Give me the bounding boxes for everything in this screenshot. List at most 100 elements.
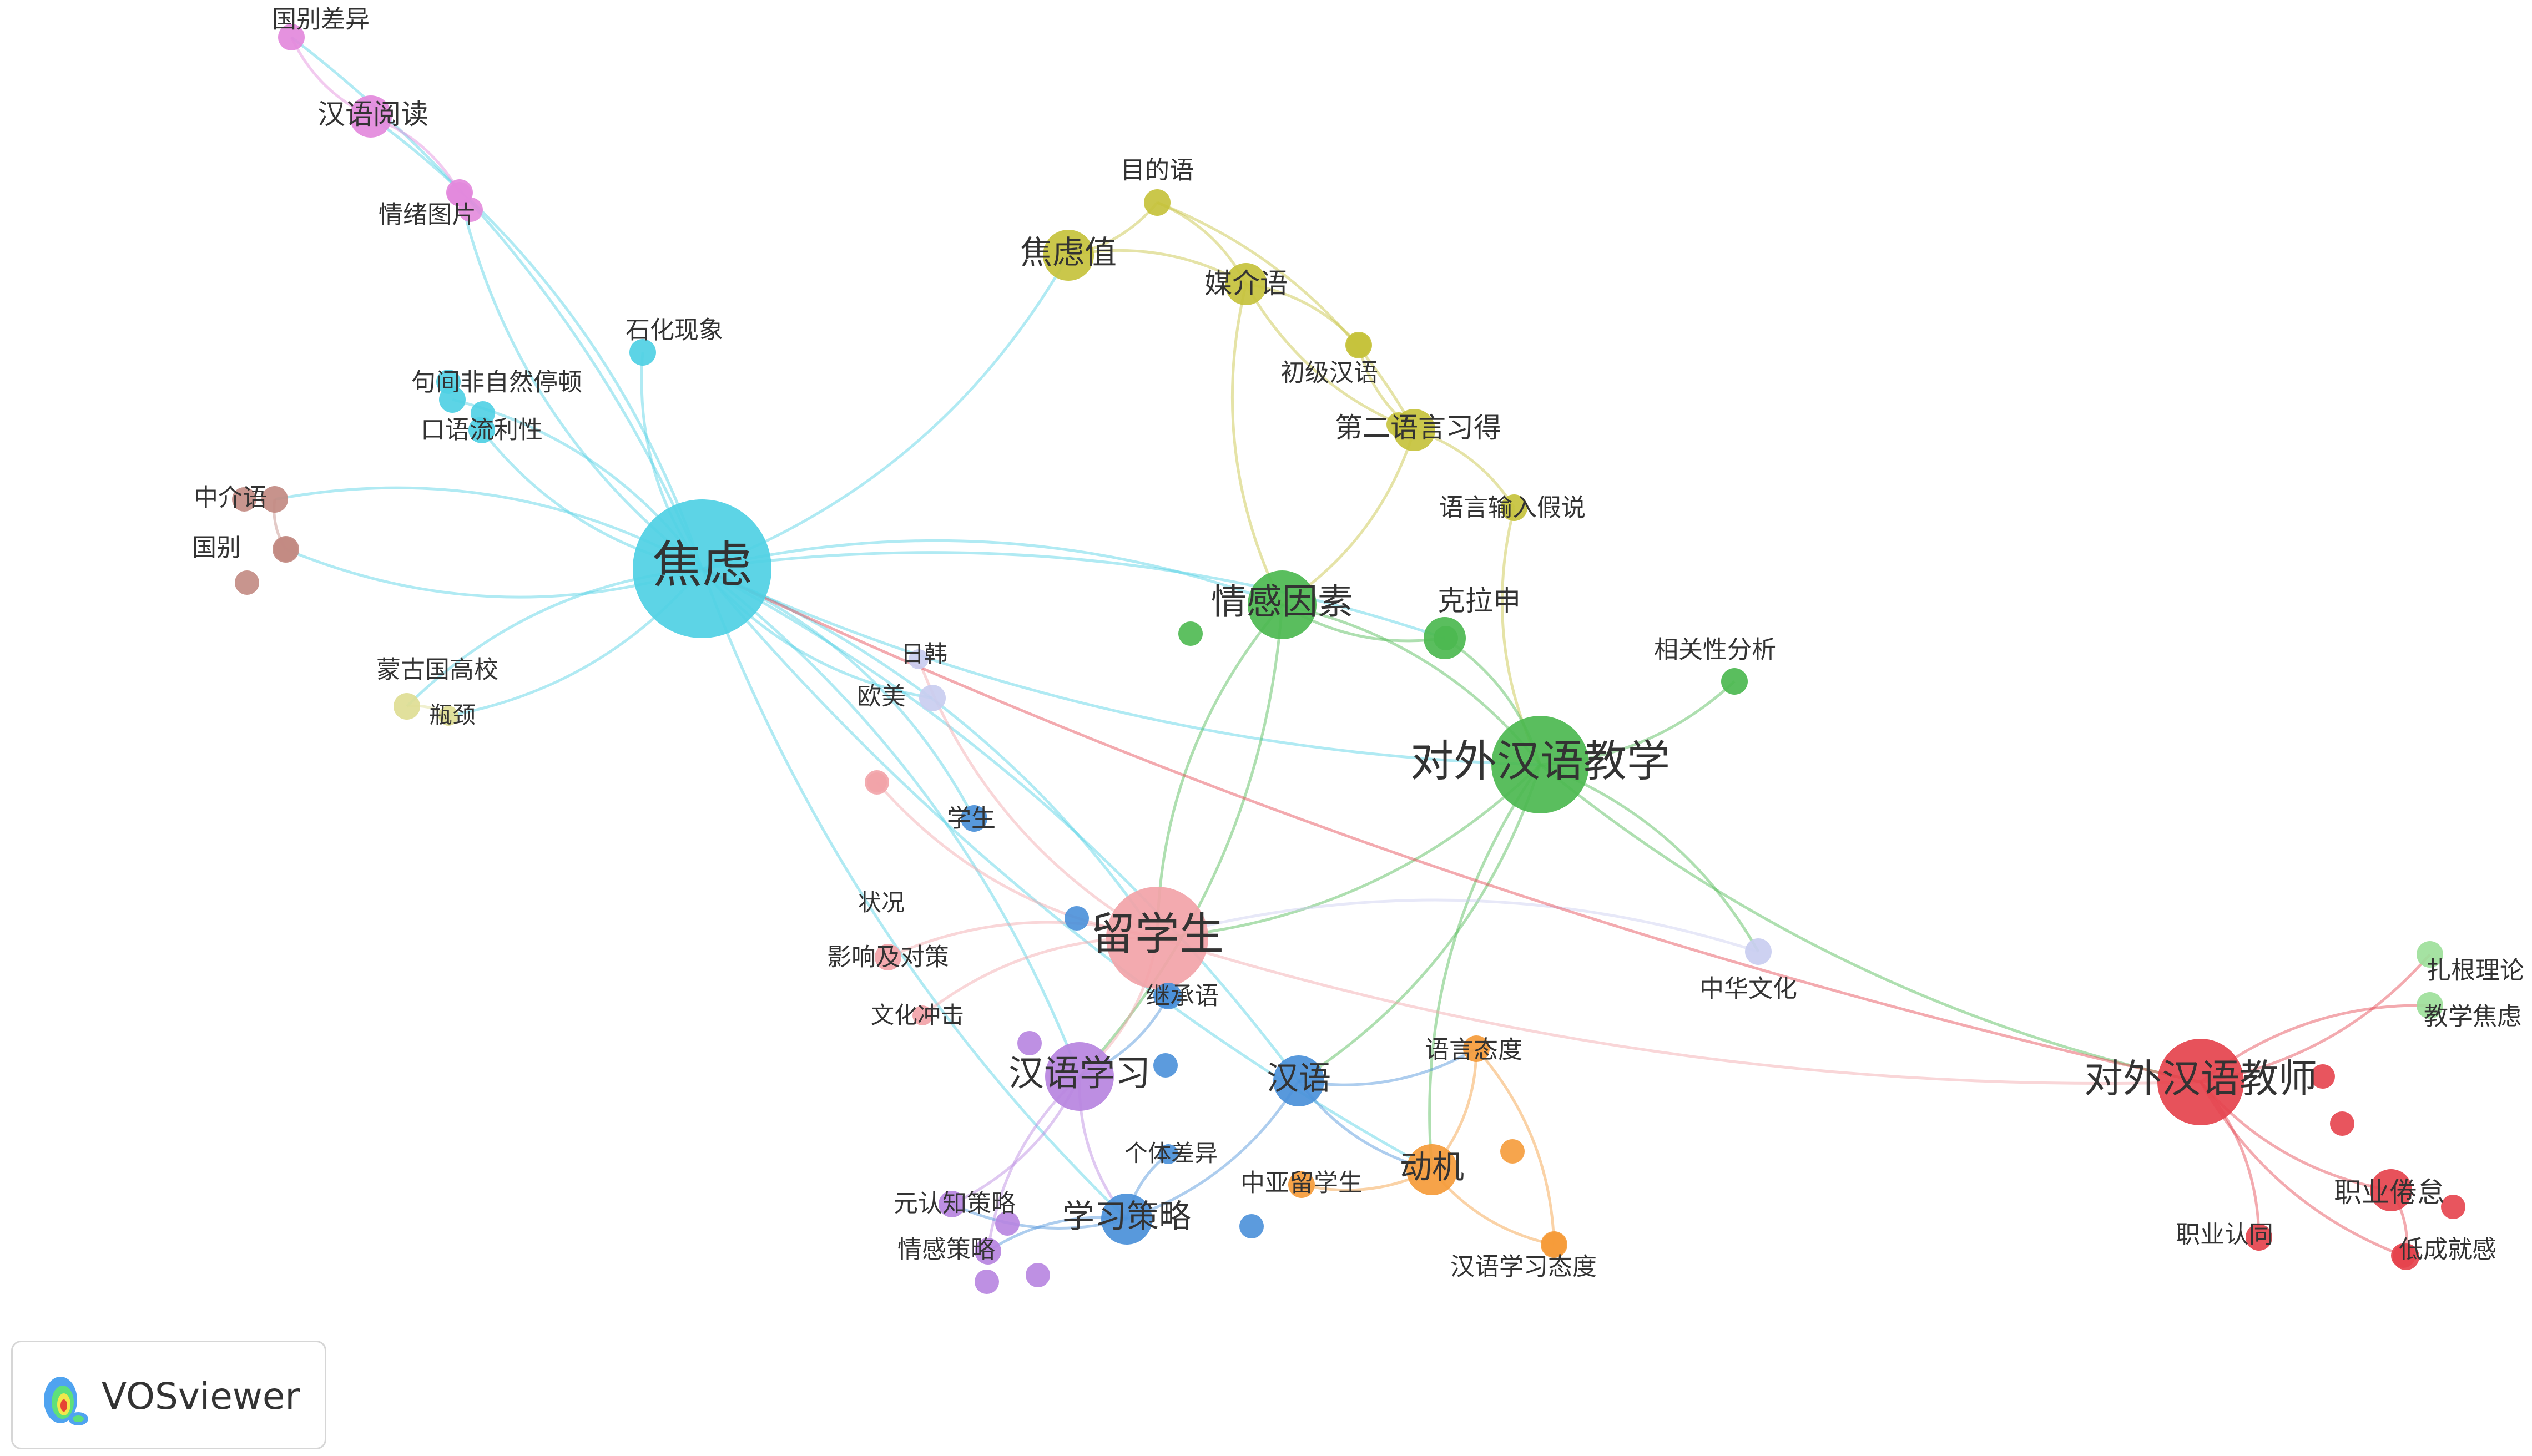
node-label-dichengjiugan: 低成就感	[2399, 1236, 2496, 1264]
node-label-zhiyerentong: 职业认同	[2176, 1221, 2273, 1249]
satellite-node[interactable]	[1178, 621, 1203, 646]
satellite-node[interactable]	[235, 570, 259, 595]
satellite-node[interactable]	[1500, 1139, 1525, 1164]
node-dichengjiugan[interactable]	[2393, 1243, 2419, 1270]
edge	[1539, 764, 2201, 1084]
node-label-guobie: 国别	[192, 534, 241, 562]
node-label-qingganyinsu: 情感因素	[1211, 582, 1353, 623]
edge	[1230, 284, 1284, 606]
node-getichayi[interactable]	[1158, 1144, 1178, 1164]
node-qinggancelue[interactable]	[975, 1238, 1001, 1265]
node-label-zhongjieyu: 中介语	[194, 484, 267, 512]
node-label-duiwaihanyujiaoxue: 对外汉语教学	[1410, 737, 1670, 787]
edge	[1428, 764, 1542, 1170]
node-oumei[interactable]	[919, 685, 946, 711]
node-zhiyerentong[interactable]	[2246, 1224, 2272, 1251]
node-label-hanyuyuedu: 汉语阅读	[317, 98, 428, 130]
node-yingxiang[interactable]	[875, 944, 901, 970]
edge	[1244, 283, 1415, 432]
node-label-hanyuxuexitaidu: 汉语学习态度	[1450, 1253, 1597, 1281]
node-hanyuxuexi[interactable]	[1045, 1042, 1114, 1111]
node-chujihanyu[interactable]	[1345, 332, 1372, 358]
node-juujianfeiziran[interactable]	[439, 386, 466, 413]
satellite-node[interactable]	[232, 487, 256, 512]
satellite-node[interactable]	[2441, 1195, 2465, 1219]
node-liuxuesheng[interactable]	[1106, 887, 1208, 989]
node-zhongjieyu[interactable]	[261, 486, 288, 513]
edge	[1156, 604, 1283, 938]
satellite-node[interactable]	[1239, 1214, 1264, 1238]
node-label-liuxuesheng: 留学生	[1091, 908, 1224, 960]
node-kouyuliulixing[interactable]	[468, 417, 495, 443]
node-duiwaihanyujiaoshi[interactable]	[2157, 1039, 2244, 1125]
node-rihan[interactable]	[909, 649, 929, 669]
node-label-pingjing: 瓶颈	[429, 701, 476, 729]
node-guobie[interactable]	[273, 536, 299, 563]
node-wenhuachongji[interactable]	[912, 1005, 932, 1025]
node-label-kouyuliulixing: 口语流利性	[421, 416, 543, 444]
node-yuanrenzhi[interactable]	[939, 1191, 965, 1217]
node-label-guobiechayi: 国别差异	[272, 6, 370, 34]
edge	[702, 254, 1070, 570]
node-qingganyinsu[interactable]	[1248, 570, 1317, 639]
edge	[701, 568, 1081, 1077]
edge	[1157, 764, 1541, 939]
node-jiaoxuejiaolv[interactable]	[2417, 992, 2443, 1019]
satellite-node[interactable]	[1065, 906, 1089, 931]
edge	[917, 659, 1158, 939]
node-hanyuyuedu[interactable]	[350, 95, 392, 138]
node-label-duiwaihanyujiaoshi: 对外汉语教师	[2084, 1056, 2317, 1101]
node-jiaolvzhi[interactable]	[1043, 230, 1094, 281]
node-zhuangkuang[interactable]	[867, 772, 887, 792]
node-meijieyu[interactable]	[1225, 263, 1267, 305]
satellite-node[interactable]	[975, 1270, 999, 1294]
node-jiaolv[interactable]	[633, 499, 771, 638]
satellite-node[interactable]	[1026, 1263, 1050, 1287]
edge	[702, 539, 1283, 606]
node-zhagenlilun[interactable]	[2417, 941, 2443, 968]
node-menggu[interactable]	[394, 693, 420, 720]
node-xuexicelue[interactable]	[1101, 1194, 1152, 1245]
node-layer	[232, 24, 2465, 1294]
node-label-xuesheng: 学生	[947, 805, 996, 833]
edge	[701, 567, 2201, 1084]
node-duiwaihanyujiaoxue[interactable]	[1491, 716, 1589, 813]
satellite-node[interactable]	[995, 1211, 1020, 1236]
node-mudiyu[interactable]	[1144, 189, 1171, 216]
node-hanyuxuexitaidu[interactable]	[1541, 1231, 1567, 1258]
satellite-node[interactable]	[1153, 1053, 1178, 1078]
node-hanyu[interactable]	[1273, 1055, 1324, 1106]
satellite-node[interactable]	[2330, 1111, 2354, 1136]
satellite-node[interactable]	[1017, 1031, 1042, 1055]
node-label-zhonghuawenhua: 中华文化	[1699, 975, 1797, 1003]
node-label-xuexicelue: 学习策略	[1062, 1197, 1191, 1235]
node-yuyanshuru[interactable]	[1501, 494, 1527, 521]
node-qingxutupian[interactable]	[446, 179, 473, 206]
satellite-node[interactable]	[2311, 1064, 2335, 1089]
node-dongji[interactable]	[1406, 1144, 1457, 1195]
node-dieryuyanxide[interactable]	[1393, 409, 1435, 451]
node-xiangguanxing[interactable]	[1721, 668, 1748, 695]
node-label-yuyantaidu: 语言态度	[1425, 1036, 1522, 1064]
node-xuesheng[interactable]	[961, 805, 987, 832]
node-label-hanyuxuexi: 汉语学习	[1008, 1054, 1151, 1095]
node-zhongyaliuxuesheng[interactable]	[1288, 1171, 1315, 1198]
node-zhiyejuandai[interactable]	[2370, 1169, 2412, 1211]
edge	[702, 551, 1445, 640]
node-yuyantaidu[interactable]	[1463, 1035, 1490, 1062]
vosviewer-logo: VOSviewer	[11, 1341, 326, 1449]
edge	[700, 568, 1128, 1220]
node-shihuaxianxiang[interactable]	[629, 339, 656, 366]
edge	[1126, 1080, 1300, 1221]
node-label-zhiyejuandai: 职业倦怠	[2334, 1176, 2445, 1209]
node-label-kelashen: 克拉申	[1438, 585, 1521, 617]
node-label-dieryuyanxide: 第二语言习得	[1335, 412, 1501, 444]
node-jichengyu[interactable]	[1155, 983, 1182, 1009]
edge	[1078, 604, 1284, 1078]
node-zhonghuawenhua[interactable]	[1745, 938, 1772, 965]
node-pingjing[interactable]	[438, 706, 458, 726]
node-guobiechayi[interactable]	[278, 24, 305, 50]
node-label-mudiyu: 目的语	[1121, 156, 1194, 185]
node-kelashen[interactable]	[1424, 617, 1466, 659]
